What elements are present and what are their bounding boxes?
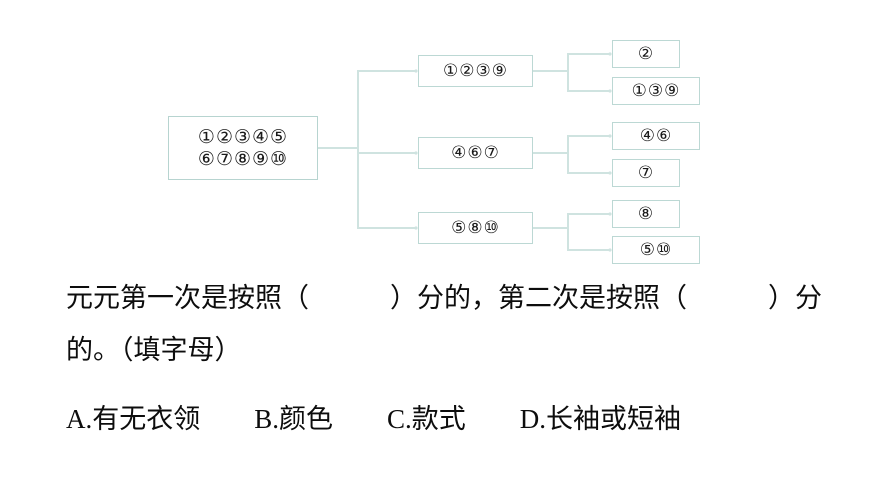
tree-node-level2-3: ⑤⑧⑩: [418, 212, 533, 244]
option-c[interactable]: C.款式: [387, 404, 466, 434]
option-a[interactable]: A.有无衣领: [66, 404, 201, 434]
tree-node-label: ⑦: [637, 162, 655, 183]
tree-node-label: ⑤⑩: [639, 239, 673, 260]
tree-node-label: ④⑥: [639, 125, 673, 146]
question-line-1: 元元第一次是按照（ ）分的，第二次是按照（ ）分: [66, 283, 822, 313]
tree-node-level2-2: ④⑥⑦: [418, 137, 533, 169]
tree-node-label: ⑤⑧⑩: [451, 217, 500, 238]
tree-node-level3-6: ⑤⑩: [612, 236, 700, 264]
tree-node-level2-1: ①②③⑨: [418, 55, 533, 87]
option-gap-3: [466, 404, 520, 434]
option-gap-1: [200, 404, 254, 434]
tree-node-level3-2: ①③⑨: [612, 77, 700, 105]
tree-node-level3-1: ②: [612, 40, 680, 68]
tree-node-label: ①③⑨: [631, 80, 681, 101]
question-line-2: 的。（填字母）: [66, 335, 242, 365]
question-text-block: 元元第一次是按照（ ）分的，第二次是按照（ ）分 的。（填字母）: [66, 272, 866, 376]
classification-tree-diagram: ①②③④⑤ ⑥⑦⑧⑨⑩ ①②③⑨ ④⑥⑦ ⑤⑧⑩ ② ①③⑨ ④⑥ ⑦ ⑧ ⑤⑩: [168, 40, 700, 264]
tree-node-label: ①②③⑨: [443, 60, 508, 81]
option-d[interactable]: D.长袖或短袖: [519, 404, 682, 434]
tree-connector-lines: [317, 52, 612, 252]
tree-node-level3-3: ④⑥: [612, 122, 700, 150]
tree-node-label: ⑧: [637, 203, 655, 224]
answer-options-row: A.有无衣领 B.颜色 C.款式 D.长袖或短袖: [66, 398, 681, 440]
tree-node-label: ④⑥⑦: [451, 142, 500, 163]
tree-node-level3-5: ⑧: [612, 200, 680, 228]
root-row-1: ①②③④⑤: [197, 125, 289, 148]
tree-node-label: ②: [637, 43, 655, 64]
tree-node-root: ①②③④⑤ ⑥⑦⑧⑨⑩: [168, 116, 318, 180]
option-b[interactable]: B.颜色: [254, 404, 334, 434]
root-row-2: ⑥⑦⑧⑨⑩: [197, 148, 289, 170]
tree-node-level3-4: ⑦: [612, 159, 680, 187]
option-gap-2: [333, 404, 387, 434]
